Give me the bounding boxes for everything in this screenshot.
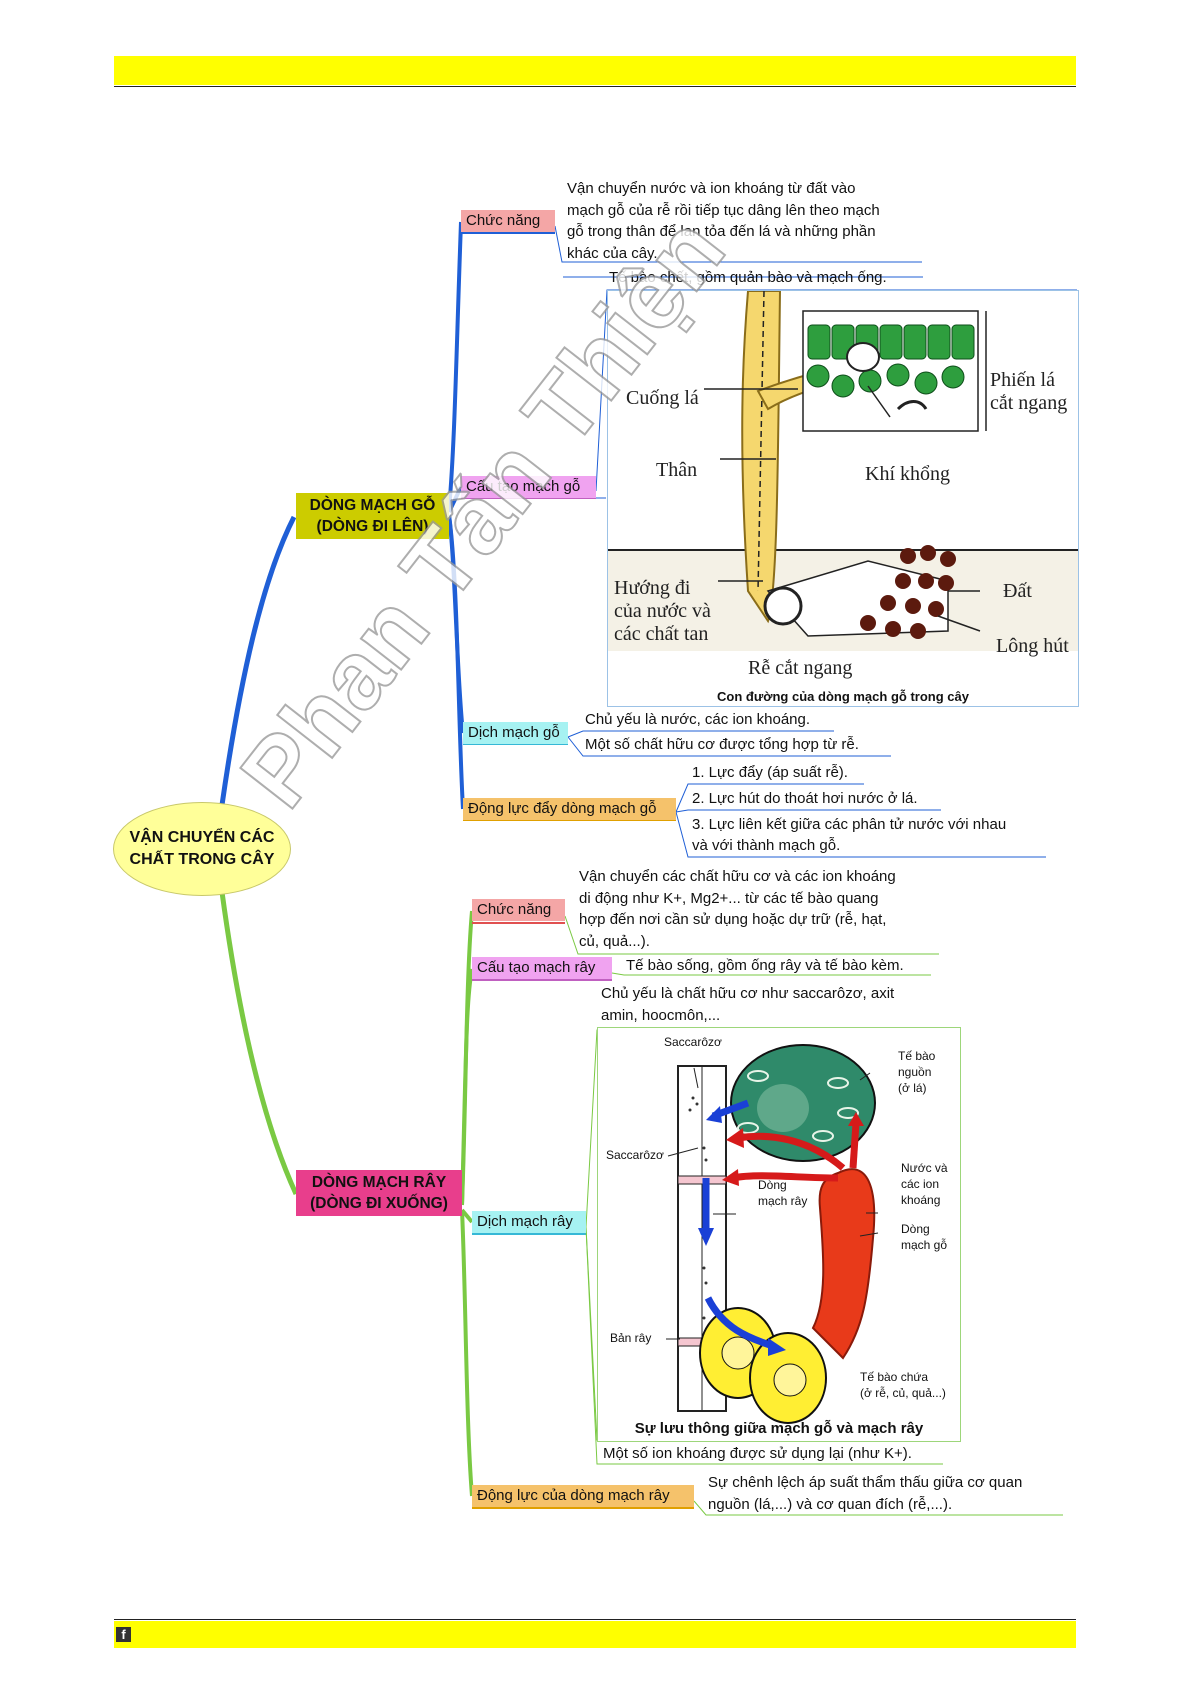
xylem-structure-tag[interactable]: Cấu tạo mạch gỗ	[461, 476, 596, 498]
header-rule	[114, 86, 1076, 87]
label-saccharose-top: Saccarôzơ	[664, 1035, 722, 1049]
label-root-hair: Lông hút	[996, 635, 1069, 657]
phloem-sap-text2: Một số ion khoáng được sử dụng lại (như …	[603, 1445, 912, 1462]
phloem-function-tag[interactable]: Chức năng	[472, 899, 565, 921]
label-sink-1: Tế bào chứa	[860, 1370, 929, 1384]
facebook-icon[interactable]: f	[116, 1627, 131, 1642]
footer-band	[114, 1621, 1076, 1648]
xylem-force-tag[interactable]: Động lực đẩy dòng mạch gỗ	[463, 798, 676, 820]
label-direction-2: của nước và	[614, 600, 711, 622]
xylem-force-item1: 1. Lực đẩy (áp suất rễ).	[692, 764, 848, 781]
label-soil: Đất	[1003, 580, 1032, 602]
xylem-figure-caption: Con đường của dòng mạch gỗ trong cây	[717, 689, 969, 704]
label-water-3: khoáng	[901, 1193, 941, 1207]
phloem-title-line1: DÒNG MẠCH RÂY	[311, 1174, 447, 1191]
center-title-line2: CHẤT TRONG CÂY	[129, 851, 275, 868]
center-title-line1: VẬN CHUYỂN CÁC	[129, 829, 275, 846]
xylem-title-line2: (DÒNG ĐI LÊN)	[316, 518, 429, 535]
label-xylem-flow-1: Dòng	[901, 1222, 930, 1236]
label-direction-3: các chất tan	[614, 623, 709, 645]
label-xylem-flow-2: mạch gỗ	[901, 1238, 948, 1252]
xylem-sap-line2: Một số chất hữu cơ được tổng hợp từ rễ.	[585, 736, 859, 753]
header-band	[114, 56, 1076, 85]
phloem-figure-caption: Sự lưu thông giữa mạch gỗ và mạch rây	[634, 1420, 924, 1437]
footer-rule	[114, 1619, 1076, 1620]
center-node[interactable]: VẬN CHUYỂN CÁC CHẤT TRONG CÂY	[113, 802, 291, 896]
xylem-force-item4: và với thành mạch gỗ.	[692, 837, 841, 854]
label-leaf-stalk: Cuống lá	[626, 387, 699, 409]
xylem-function-tag[interactable]: Chức năng	[461, 210, 555, 232]
label-leaf-section-2: cắt ngang	[990, 392, 1068, 414]
phloem-circulation-illustration	[666, 1044, 879, 1424]
phloem-force-text: Sự chênh lệch áp suất thẩm thấu giữa cơ …	[708, 1474, 1023, 1513]
xylem-pathway-figure: Cuống lá Thân Phiến lá cắt ngang Khí khổ…	[607, 290, 1079, 707]
xylem-force-item2: 2. Lực hút do thoát hơi nước ở lá.	[692, 790, 918, 807]
xylem-sap-line1: Chủ yếu là nước, các ion khoáng.	[585, 711, 811, 728]
label-phloem-flow-2: mạch rây	[758, 1194, 808, 1208]
phloem-structure-tag[interactable]: Cấu tạo mạch rây	[472, 957, 612, 979]
phloem-main-node[interactable]: DÒNG MẠCH RÂY (DÒNG ĐI XUỐNG)	[296, 1170, 462, 1216]
xylem-title-line1: DÒNG MẠCH GỖ	[309, 497, 436, 514]
phloem-force-tag[interactable]: Động lực của dòng mạch rây	[472, 1485, 694, 1507]
label-water-1: Nước và	[901, 1161, 948, 1175]
phloem-title-line2: (DÒNG ĐI XUỐNG)	[310, 1195, 448, 1212]
phloem-function-text: Vận chuyển các chất hữu cơ và các ion kh…	[579, 868, 896, 950]
label-water-2: các ion	[901, 1177, 940, 1191]
label-source-1: Tế bào	[898, 1049, 936, 1063]
phloem-sap-text: Chủ yếu là chất hữu cơ như saccarôzơ, ax…	[601, 985, 895, 1024]
label-root-section: Rễ cắt ngang	[748, 657, 853, 679]
xylem-function-text: Vận chuyển nước và ion khoáng từ đất vào…	[567, 180, 880, 262]
label-phloem-flow-1: Dòng	[758, 1178, 787, 1192]
xylem-sap-tag[interactable]: Dịch mạch gỗ	[463, 722, 568, 744]
label-stem: Thân	[656, 459, 698, 481]
label-source-2: nguồn	[898, 1065, 932, 1079]
label-source-3: (ở lá)	[898, 1081, 927, 1095]
label-sink-2: (ở rễ, củ, quả...)	[860, 1386, 946, 1400]
label-leaf-section-1: Phiến lá	[990, 369, 1055, 391]
phloem-structure-text: Tế bào sống, gồm ống rây và tế bào kèm.	[626, 957, 904, 974]
xylem-structure-text: Tế bào chết, gồm quản bào và mạch ống.	[609, 269, 887, 286]
label-stoma: Khí khổng	[865, 463, 950, 485]
xylem-main-node[interactable]: DÒNG MẠCH GỖ (DÒNG ĐI LÊN)	[296, 493, 449, 539]
phloem-circulation-figure: Saccarôzơ Saccarôzơ Tế bào nguồn (ở lá) …	[597, 1027, 961, 1442]
label-saccharose-mid: Saccarôzơ	[606, 1148, 664, 1162]
label-direction-1: Hướng đi	[614, 577, 691, 599]
xylem-pathway-illustration	[608, 291, 1078, 651]
xylem-force-item3: 3. Lực liên kết giữa các phân tử nước vớ…	[692, 816, 1007, 833]
phloem-sap-tag[interactable]: Dịch mạch rây	[472, 1211, 586, 1233]
label-sieve-plate: Bản rây	[610, 1331, 652, 1345]
